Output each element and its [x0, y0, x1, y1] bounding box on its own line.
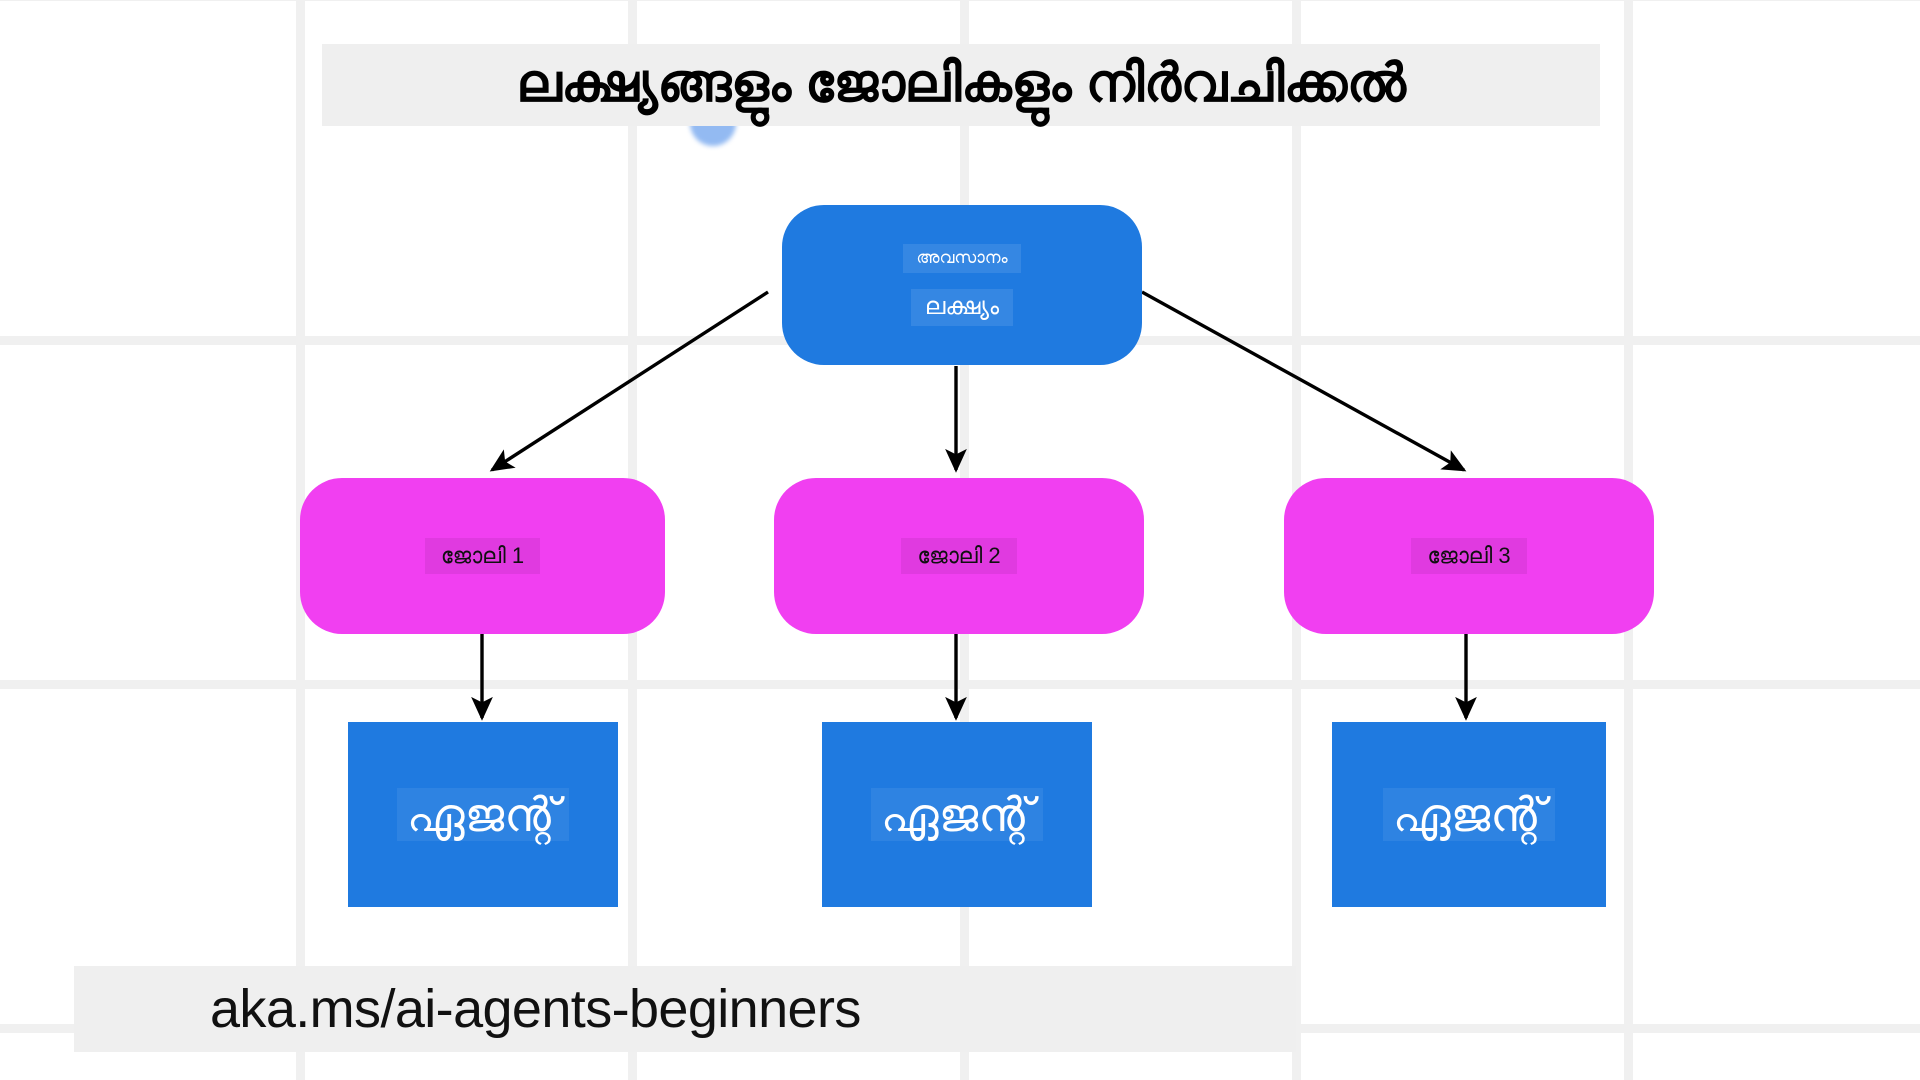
node-agent-1[interactable]: ഏജന്റ് [348, 722, 618, 907]
page-title: ലക്ഷ്യങ്ങളും ജോലികളും നിർവചിക്കൽ [516, 54, 1406, 113]
node-task-1[interactable]: ജോലി 1 [300, 478, 665, 634]
node-task-1-label: ജോലി 1 [424, 537, 541, 575]
node-end-goal-title: ലക്ഷ്യം [910, 289, 1014, 326]
node-end-goal[interactable]: അവസാനം ലക്ഷ്യം [782, 205, 1142, 365]
node-end-goal-subtitle: അവസാനം [903, 244, 1021, 274]
node-task-3-label: ജോലി 3 [1411, 537, 1527, 575]
arrow-root-to-task-1 [489, 290, 769, 472]
node-agent-3[interactable]: ഏജന്റ് [1332, 722, 1606, 907]
footer-highlight-band [74, 966, 1296, 1052]
node-agent-2-label: ഏജന്റ് [870, 787, 1044, 842]
arrow-root-to-task-3 [1141, 290, 1467, 472]
footer-url[interactable]: aka.ms/ai-agents-beginners [210, 979, 861, 1039]
title-highlight-band [322, 44, 1600, 126]
node-agent-3-label: ഏജന്റ് [1382, 787, 1556, 842]
node-agent-2[interactable]: ഏജന്റ് [822, 722, 1092, 907]
node-task-2-label: ജോലി 2 [901, 537, 1017, 575]
node-task-2[interactable]: ജോലി 2 [774, 478, 1144, 634]
node-agent-1-label: ഏജന്റ് [396, 787, 570, 842]
node-task-3[interactable]: ജോലി 3 [1284, 478, 1654, 634]
